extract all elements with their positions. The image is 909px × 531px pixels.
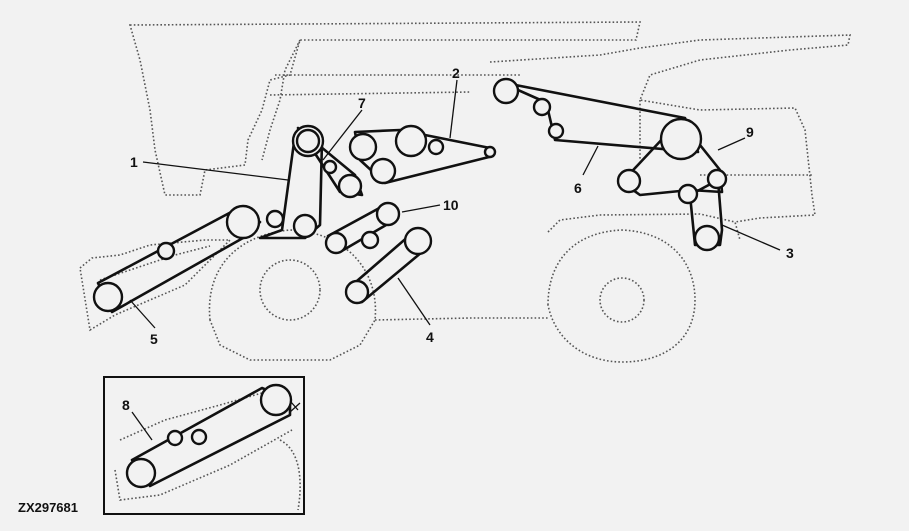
pulley-belt2-idler (427, 138, 445, 156)
front-wheel-outline (208, 229, 377, 361)
pulley-belt10-lower (324, 231, 348, 255)
pulley-belt9-left (616, 168, 642, 194)
pulley-belt4-upper (403, 226, 433, 256)
leader-4 (397, 277, 431, 326)
leader-1 (142, 161, 289, 181)
pulleys (92, 77, 728, 313)
callout-6: 6 (574, 180, 582, 196)
machine-outline (79, 21, 851, 363)
pulley-belt2-main (394, 124, 428, 158)
pulley-top-inner (295, 128, 321, 154)
callout-3: 3 (786, 245, 794, 261)
feeder-house-outline (79, 239, 232, 332)
pulley-feeder-lower (92, 281, 124, 313)
callout-8: 8 (122, 397, 130, 413)
lower-body-outline (374, 213, 741, 321)
pulley-belt3-upper (706, 168, 728, 190)
pulley-belt4-lower (344, 279, 370, 305)
pulley-belt2-left (348, 132, 378, 162)
pulley-feeder-upper (225, 204, 261, 240)
pulley-belt2-end (483, 145, 497, 159)
pulley-belt7-lower (337, 173, 363, 199)
leader-2 (449, 79, 458, 139)
leader-10 (401, 204, 441, 213)
inset-frame (103, 376, 305, 515)
pulley-belt6-left (492, 77, 520, 105)
figure-reference-code: ZX297681 (18, 500, 78, 515)
front-hub-outline (259, 259, 321, 321)
pulley-belt6-idler2 (547, 122, 565, 140)
pulley-belt9-idler (677, 183, 699, 205)
feeder-inner (99, 245, 211, 281)
leader-8 (131, 411, 153, 441)
cab-roof (489, 34, 851, 223)
callouts: 1 2 3 4 5 6 7 9 10 (130, 65, 794, 347)
pulley-belt1-lower (292, 213, 318, 239)
pulley-inset-lower (125, 457, 157, 489)
pulley-inset-idler2 (190, 428, 208, 446)
callout-4: 4 (426, 329, 434, 345)
pulley-inset-idler1 (166, 429, 184, 447)
leader-6 (582, 145, 599, 176)
leader-7 (322, 109, 363, 161)
leader-3 (721, 224, 781, 251)
pulley-belt2-lower (369, 157, 397, 185)
inset-belt-8: 8 (103, 376, 305, 515)
pulley-small-mid (265, 209, 285, 229)
callout-2: 2 (452, 65, 460, 81)
pulley-belt7-idler (322, 159, 338, 175)
pulley-belt6-idler1 (532, 97, 552, 117)
pulley-belt3-lower (693, 224, 721, 252)
leader-lines (129, 79, 781, 329)
rear-hub-outline (599, 277, 645, 323)
pulley-inset-upper (259, 383, 293, 417)
rear-wheel-outline (547, 229, 696, 363)
grain-tank-outline (128, 21, 641, 196)
callout-7: 7 (358, 95, 366, 111)
inset-outline (114, 389, 301, 511)
pulley-belt10-upper (375, 201, 401, 227)
pulley-main-right (659, 117, 703, 161)
callout-10: 10 (443, 197, 459, 213)
callout-1: 1 (130, 154, 138, 170)
leader-5 (129, 299, 156, 329)
callout-9: 9 (746, 124, 754, 140)
leader-9 (717, 137, 746, 151)
pulley-belt10-idler (360, 230, 380, 250)
upper-body-lines (269, 74, 812, 176)
callout-5: 5 (150, 331, 158, 347)
pulley-feeder-idler (156, 241, 176, 261)
